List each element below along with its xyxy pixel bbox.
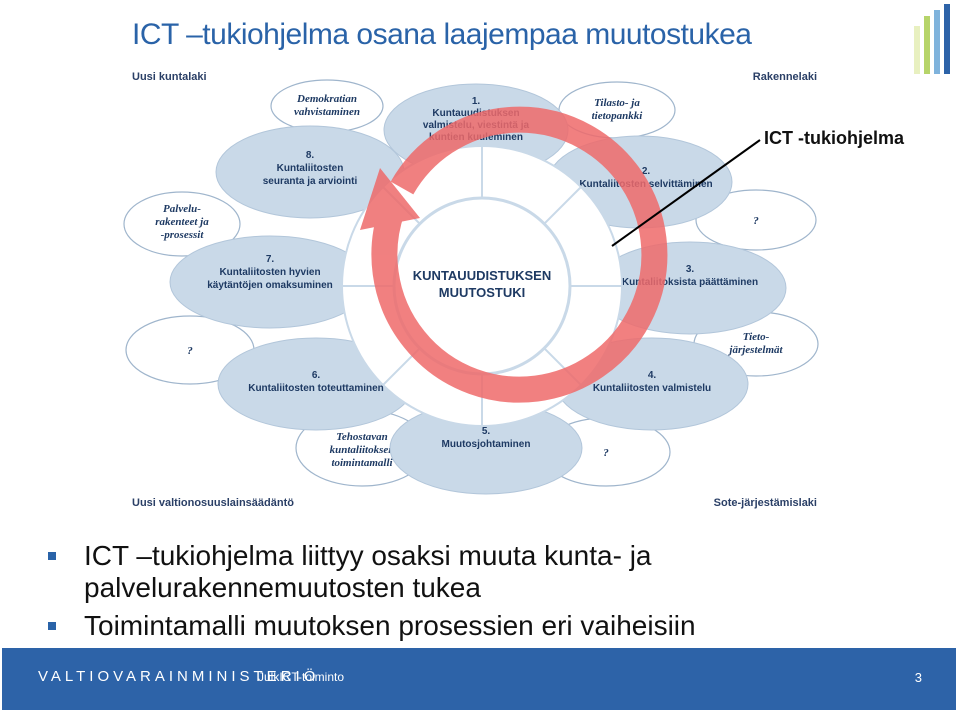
bullet-item: Toimintamalli muutoksen prosessien eri v… bbox=[48, 610, 948, 642]
footer-bar: VALTIOVARAINMINISTERIÖ JulkICT-toiminto … bbox=[2, 648, 956, 710]
external-item: Palvelu-rakenteet ja-prosessit bbox=[123, 191, 241, 257]
external-item: ? bbox=[695, 189, 817, 251]
svg-text:?: ? bbox=[603, 447, 609, 459]
svg-text:Palvelu-rakenteet ja-prosessit: Palvelu-rakenteet ja-prosessit bbox=[155, 203, 209, 241]
svg-text:?: ? bbox=[753, 215, 759, 227]
svg-text:6.Kuntaliitosten toteuttaminen: 6.Kuntaliitosten toteuttaminen bbox=[248, 370, 384, 394]
bullet-list: ICT –tukiohjelma liittyy osaksi muuta ku… bbox=[48, 540, 948, 648]
muutostuki-diagram: Uusi kuntalaki Rakennelaki Uusi valtiono… bbox=[123, 71, 819, 509]
square-bullet-icon bbox=[48, 622, 56, 630]
svg-text:4.Kuntaliitosten valmistelu: 4.Kuntaliitosten valmistelu bbox=[593, 370, 711, 394]
svg-text:Tieto-järjestelmät: Tieto-järjestelmät bbox=[727, 331, 783, 356]
bullet-text: ICT –tukiohjelma liittyy osaksi muuta ku… bbox=[84, 540, 652, 603]
corner-label-bottom-right: Sote-järjestämislaki bbox=[714, 497, 817, 509]
page-title: ICT –tukiohjelma osana laajempaa muutost… bbox=[132, 18, 752, 51]
corner-label-top-left: Uusi kuntalaki bbox=[132, 71, 207, 83]
footer-section: JulkICT-toiminto bbox=[258, 670, 345, 684]
ict-callout-label: ICT -tukiohjelma bbox=[764, 128, 905, 148]
svg-text:?: ? bbox=[187, 345, 193, 357]
ministry-name: VALTIOVARAINMINISTERIÖ bbox=[38, 668, 320, 685]
corner-label-top-right: Rakennelaki bbox=[753, 71, 817, 83]
bullet-item: ICT –tukiohjelma liittyy osaksi muuta ku… bbox=[48, 540, 948, 604]
square-bullet-icon bbox=[48, 552, 56, 560]
ministry-logo-icon bbox=[914, 4, 950, 74]
bullet-text: Toimintamalli muutoksen prosessien eri v… bbox=[84, 610, 696, 641]
svg-text:3.Kuntaliitoksista päättäminen: 3.Kuntaliitoksista päättäminen bbox=[622, 264, 758, 288]
ict-callout-line bbox=[611, 139, 761, 247]
corner-label-bottom-left: Uusi valtionosuuslainsäädäntö bbox=[132, 497, 294, 509]
external-item: ? bbox=[125, 315, 255, 385]
page-number: 3 bbox=[914, 670, 922, 685]
svg-text:5.Muutosjohtaminen: 5.Muutosjohtaminen bbox=[442, 426, 531, 450]
cycle-arrow bbox=[360, 106, 668, 403]
